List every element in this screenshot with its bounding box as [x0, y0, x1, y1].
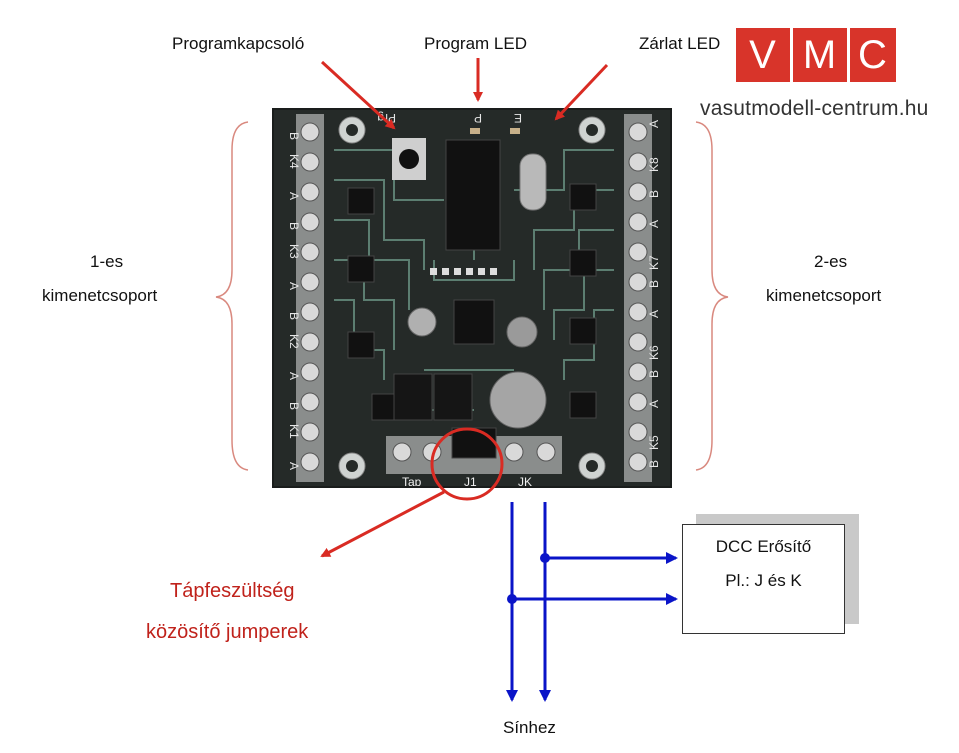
junction-k [507, 594, 517, 604]
left-term-label-4: B [287, 222, 301, 230]
bridge-diode-1 [393, 373, 433, 421]
right-terminal-strip [624, 114, 652, 482]
voltage-regulator [453, 299, 495, 345]
right-term-label-4: A [647, 220, 661, 228]
logo-url: vasutmodell-centrum.hu [700, 97, 929, 120]
left-term-label-11: K1 [287, 424, 301, 439]
group2-label-line2: kimenetcsoport [766, 286, 882, 305]
right-term-label-1: A [647, 120, 661, 128]
board-label-e: E [514, 111, 522, 125]
brace-left [215, 121, 249, 471]
left-term-label-9: A [287, 372, 301, 380]
right-term-label-5: K7 [647, 255, 661, 270]
right-term-label-12: B [647, 460, 661, 468]
board-label-tap: Tap [402, 475, 422, 488]
label-program-switch: Programkapcsoló [172, 34, 305, 53]
dcc-amplifier-box: DCC Erősítő Pl.: J és K [682, 524, 845, 634]
brace-right [695, 121, 729, 471]
left-term-label-1: B [287, 132, 301, 140]
left-term-label-8: K2 [287, 334, 301, 349]
right-term-label-8: K6 [647, 345, 661, 360]
left-term-label-7: B [287, 312, 301, 320]
decoder-board: B K4 A B K3 A B K2 A B K1 A A K8 B A K7 … [272, 108, 672, 488]
board-label-p: P [474, 111, 482, 125]
bridge-diode-2 [433, 373, 473, 421]
arrow-short-led [554, 63, 609, 121]
arrow-program-switch [320, 60, 396, 130]
bottom-silkscreen-labels: Tap J1 JK [402, 475, 532, 488]
jumper-caption-line2: közösítő jumperek [146, 621, 309, 643]
board-label-j1: J1 [464, 475, 477, 488]
program-led [470, 128, 480, 134]
jumper-highlight-circle [430, 427, 504, 501]
right-term-label-2: K8 [647, 157, 661, 172]
short-led [510, 128, 520, 134]
left-term-label-6: A [287, 282, 301, 290]
left-term-label-12: A [287, 462, 301, 470]
left-silkscreen-labels: B K4 A B K3 A B K2 A B K1 A [287, 132, 301, 470]
right-term-label-11: K5 [647, 435, 661, 450]
right-term-label-6: B [647, 280, 661, 288]
group1-label-line1: 1-es [90, 252, 124, 271]
label-to-track: Sínhez [503, 718, 556, 737]
right-terminal-screws [628, 122, 648, 472]
label-program-led: Program LED [424, 34, 527, 53]
group2-label-line1: 2-es [814, 252, 848, 271]
right-silkscreen-labels: A K8 B A K7 B A K6 B A K5 B [647, 120, 661, 468]
jumper-caption-line1: Tápfeszültség [170, 580, 295, 602]
right-driver-chips [569, 183, 597, 419]
left-term-label-5: K3 [287, 244, 301, 259]
dcc-box-subtitle: Pl.: J és K [725, 571, 802, 590]
left-driver-chips [347, 187, 399, 421]
left-term-label-10: B [287, 402, 301, 410]
mounting-hole-centers [346, 124, 598, 472]
large-capacitor [489, 371, 547, 429]
program-button [399, 149, 419, 169]
right-term-label-9: B [647, 370, 661, 378]
label-short-led: Zárlat LED [639, 34, 721, 53]
left-terminal-strip [296, 114, 324, 482]
tiny-capacitor [407, 307, 437, 337]
left-terminal-screws [300, 122, 320, 472]
junction-j [540, 553, 550, 563]
logo-letter-c: C [850, 28, 896, 82]
left-term-label-3: A [287, 192, 301, 200]
right-term-label-3: B [647, 190, 661, 198]
microcontroller-chip [445, 139, 501, 251]
board-label-jk: JK [518, 475, 532, 488]
logo-letter-v: V [736, 28, 790, 82]
right-term-label-10: A [647, 400, 661, 408]
dcc-box-title: DCC Erősítő [715, 537, 812, 556]
arrow-jumper [320, 490, 445, 558]
small-capacitor [506, 316, 538, 348]
group1-label-line2: kimenetcsoport [42, 286, 158, 305]
left-term-label-2: K4 [287, 154, 301, 169]
programming-header [430, 268, 497, 275]
crystal [519, 153, 547, 211]
right-term-label-7: A [647, 310, 661, 318]
decoder-board-graphic: B K4 A B K3 A B K2 A B K1 A A K8 B A K7 … [287, 111, 661, 488]
logo-letter-m: M [793, 28, 847, 82]
